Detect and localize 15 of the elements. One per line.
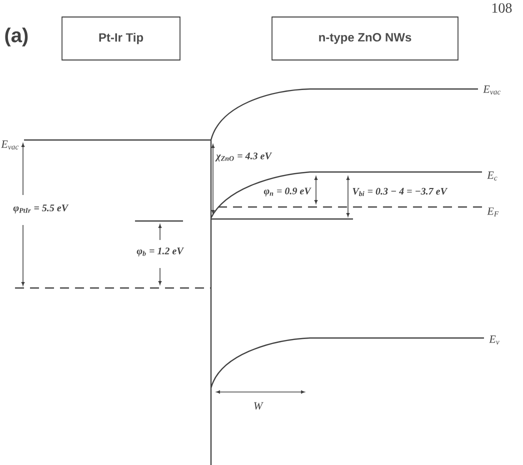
- energy-level-label: E$_{v}$: [488, 334, 501, 346]
- label-box: n-type ZnO NWs: [272, 16, 458, 60]
- value-label: χ$_{ZnO}$ = 4.3 eV: [215, 152, 272, 162]
- page-number: 108: [490, 2, 514, 14]
- energy-level-label: E$_{F}$: [486, 206, 500, 218]
- value-label: φ$_{n}$ = 0.9 eV: [262, 186, 312, 198]
- label-box: Pt-Ir Tip: [62, 16, 180, 60]
- panel-label: (a): [3, 26, 30, 48]
- energy-level-label: E$_{c}$: [486, 170, 499, 182]
- energy-level-label: E$_{vac}$: [0, 140, 20, 150]
- energy-level-label: E$_{vac}$: [482, 84, 502, 96]
- value-label: φ$_{PtIr}$ = 5.5 eV: [12, 204, 70, 214]
- value-label: φ$_{b}$ = 1.2 eV: [136, 246, 184, 258]
- width-label: W: [252, 401, 264, 411]
- value-label: V$_{bi}$ = 0.3 − 4 = −3.7 eV: [351, 186, 448, 198]
